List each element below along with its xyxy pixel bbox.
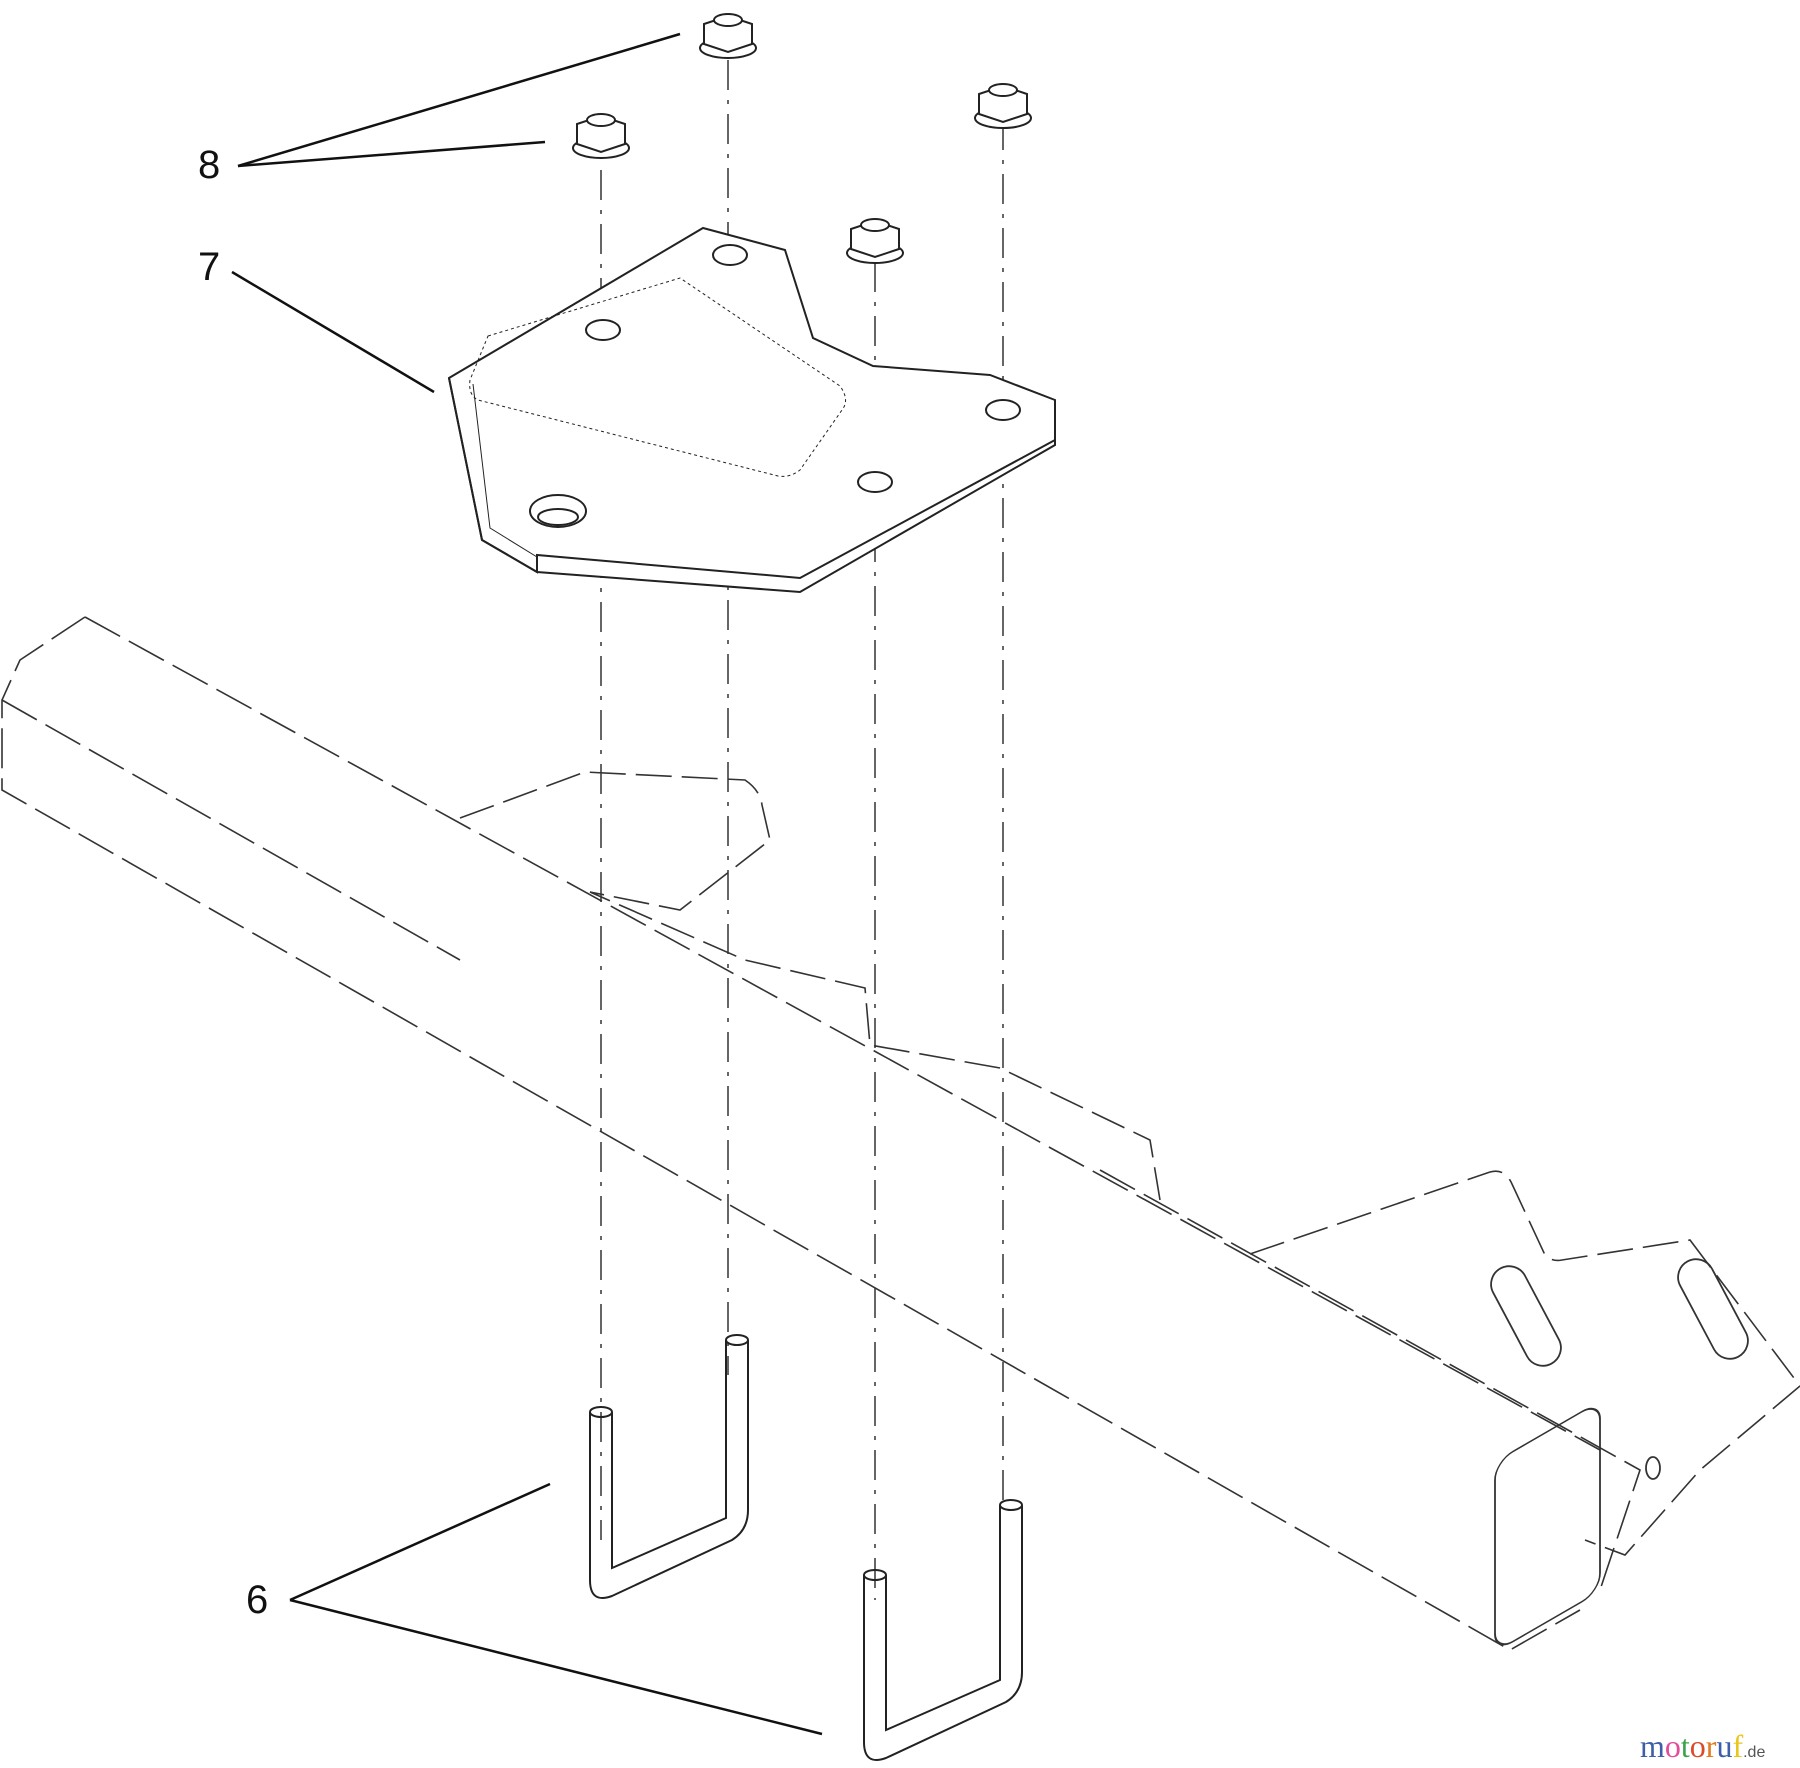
callout-6: 6 <box>246 1578 269 1622</box>
flange-nut-icon <box>699 13 757 59</box>
watermark-letter: o <box>1664 1728 1681 1764</box>
tube-end <box>1494 1407 1601 1646</box>
u-bolt-icon <box>589 1334 749 1599</box>
mid-bracket <box>459 771 1161 1201</box>
watermark-letter: t <box>1680 1728 1690 1764</box>
watermark-letter: o <box>1689 1728 1706 1764</box>
frame-tube <box>1 616 1641 1651</box>
watermark-logo: motoruf.de <box>1640 1728 1765 1765</box>
watermark-letter: r <box>1705 1728 1717 1764</box>
callout-8: 8 <box>198 143 221 187</box>
rear-bracket <box>1249 1170 1800 1556</box>
u-bolt-icon <box>863 1499 1023 1761</box>
watermark-letter: f <box>1732 1728 1744 1764</box>
mounting-plate <box>447 226 1056 594</box>
watermark-letter: u <box>1716 1728 1733 1764</box>
flange-nut-icon <box>974 83 1032 129</box>
flange-nuts <box>572 13 1032 264</box>
flange-nut-icon <box>572 113 630 159</box>
u-bolts <box>589 1334 1023 1761</box>
bracket-slots <box>1490 1258 1749 1480</box>
callout-7: 7 <box>198 245 221 289</box>
leader-lines <box>231 32 823 1736</box>
watermark-letter: m <box>1640 1728 1665 1764</box>
flange-nut-icon <box>846 218 904 264</box>
watermark-suffix: .de <box>1743 1744 1766 1761</box>
